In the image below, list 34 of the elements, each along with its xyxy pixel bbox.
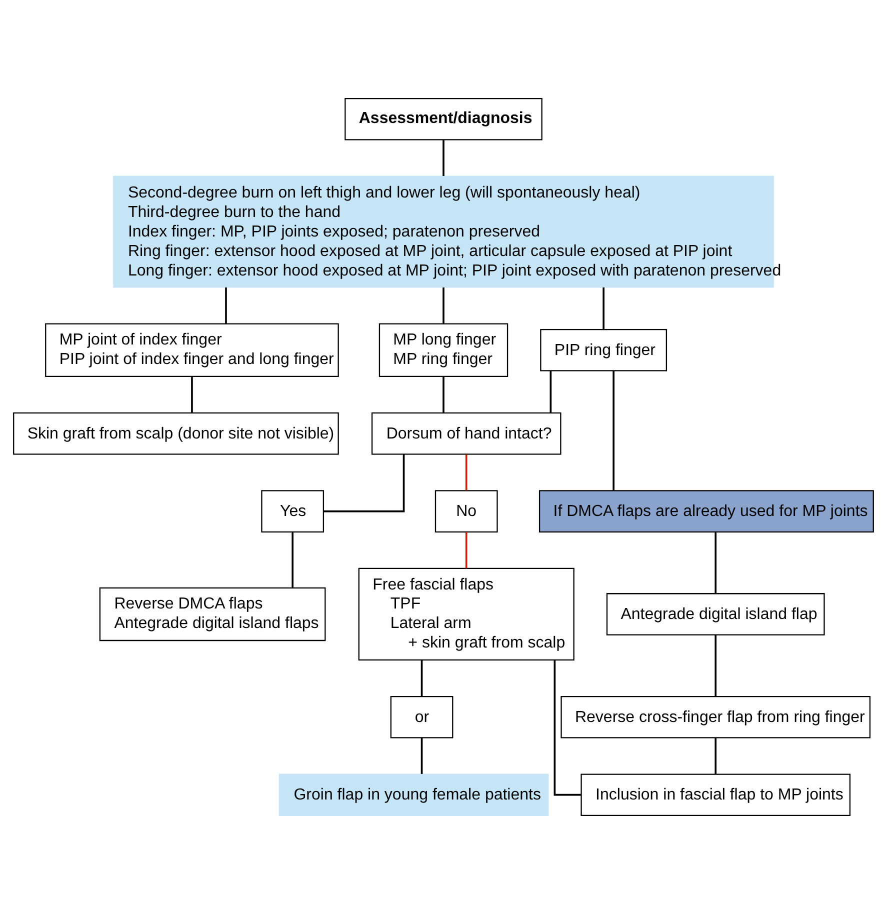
connector [714, 634, 716, 696]
connector [442, 139, 444, 176]
connector [464, 532, 467, 568]
connector [291, 532, 293, 588]
node-box: Free fascial flaps TPF Lateral arm + skin graft from scalp [358, 567, 574, 660]
node-box: Skin graft from scalp (donor site not visible) [12, 412, 338, 454]
node-box: Dorsum of hand intact? [370, 412, 561, 454]
connector [190, 376, 192, 412]
node-box: Groin flap in young female patients [278, 773, 548, 816]
node-box: MP joint of index finger PIP joint of index finger and long finger [44, 322, 338, 376]
connector [323, 454, 404, 512]
connector [714, 737, 716, 774]
connector [553, 660, 581, 796]
node-box: Inclusion in fascial flap to MP joints [580, 773, 850, 816]
node-box: MP long finger MP ring finger [378, 322, 508, 376]
node-box: Antegrade digital island flap [606, 592, 824, 635]
node-box: Reverse DMCA flaps Antegrade digital island flaps [98, 586, 326, 641]
node-box: If DMCA flaps are already used for MP joints [538, 490, 874, 532]
connector [420, 737, 422, 774]
node-box: No [434, 490, 498, 532]
connector [442, 376, 444, 412]
node-box: Yes [260, 490, 324, 532]
connector [464, 454, 467, 490]
node-box: Assessment/diagnosis [344, 98, 542, 140]
connector [420, 660, 422, 696]
node-box: or [390, 695, 453, 738]
connector [549, 370, 552, 412]
connector [224, 286, 226, 324]
connector [714, 532, 716, 593]
connector [612, 370, 614, 490]
node-box: PIP ring finger [540, 328, 667, 371]
node-box: Reverse cross-finger flap from ring finger [560, 695, 870, 738]
connector [442, 286, 444, 324]
connector [602, 286, 604, 329]
